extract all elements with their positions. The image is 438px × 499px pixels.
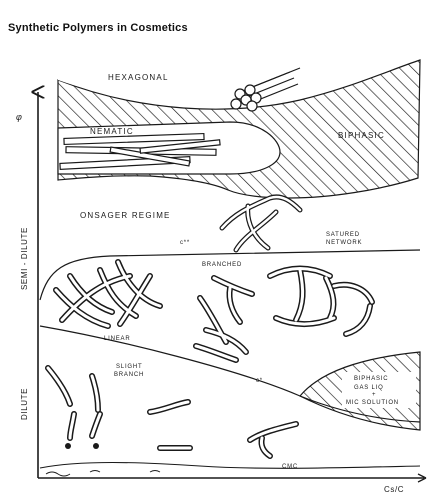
spherical-micelle xyxy=(93,443,99,449)
label-slight-2: BRANCH xyxy=(114,372,144,378)
label-biphasic-lower-4: MIC SOLUTION xyxy=(346,400,399,406)
label-onsager: ONSAGER REGIME xyxy=(80,211,171,220)
label-satured-2: NETWORK xyxy=(326,240,362,246)
satured-network xyxy=(270,269,372,335)
label-biphasic-lower-2: GAS LIQ xyxy=(354,385,384,391)
label-branched: BRANCHED xyxy=(202,262,242,268)
cmc-curve xyxy=(40,463,420,469)
label-slight-1: SLIGHT xyxy=(116,364,142,370)
x-axis-label: Cs/C xyxy=(384,485,404,494)
label-nematic: NEMATIC xyxy=(90,127,134,136)
label-hexagonal: HEXAGONAL xyxy=(108,73,169,82)
label-cmc: CMC xyxy=(282,464,298,470)
label-star-mark: c** xyxy=(180,240,190,246)
label-linear: LINEAR xyxy=(104,336,130,342)
label-biphasic-lower-3: + xyxy=(372,392,376,398)
label-satured-1: SATURED xyxy=(326,232,360,238)
spherical-micelle xyxy=(65,443,71,449)
y-axis-tick-phi: φ xyxy=(16,112,22,122)
y-axis-label-semidilute: SEMI - DILUTE xyxy=(20,227,29,290)
linear-tangle xyxy=(56,262,160,326)
label-biphasic: BIPHASIC xyxy=(338,131,385,140)
y-axis-label-dilute: DILUTE xyxy=(20,388,29,420)
label-biphasic-lower-1: BIPHASIC xyxy=(354,376,388,382)
label-star-mark-small: c* xyxy=(256,378,263,384)
